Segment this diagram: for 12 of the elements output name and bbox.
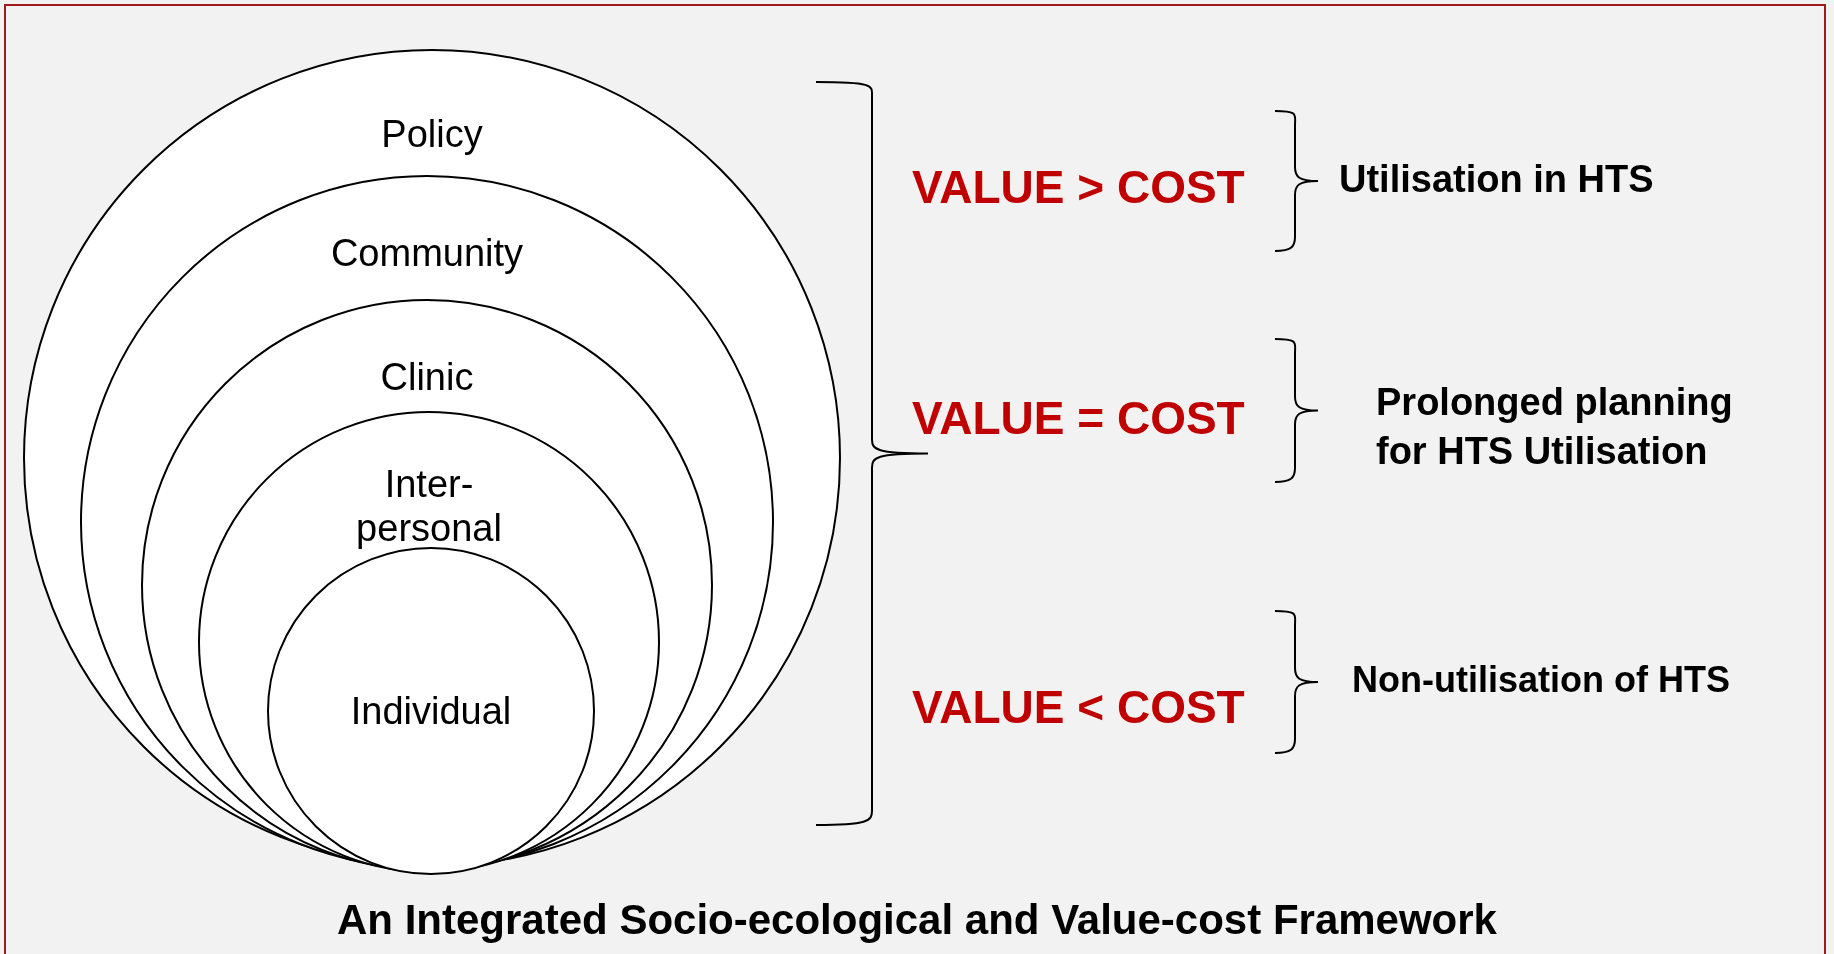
value-cost-relation: VALUE < COST [912,680,1245,734]
value-cost-relation: VALUE > COST [912,160,1245,214]
caption: An Integrated Socio-ecological and Value-cost Framework [337,896,1497,944]
level-label: Individual [350,690,512,734]
level-label: Community [330,232,524,276]
level-label: Clinic [380,356,474,400]
outcome-label: Prolonged planning for HTS Utilisation [1376,379,1734,474]
level-label: Inter- personal [355,463,503,551]
value-cost-relation: VALUE = COST [912,391,1245,445]
level-label: Policy [381,113,483,157]
outcome-label: Non-utilisation of HTS [1352,657,1730,702]
outcome-label: Utilisation in HTS [1339,157,1654,203]
